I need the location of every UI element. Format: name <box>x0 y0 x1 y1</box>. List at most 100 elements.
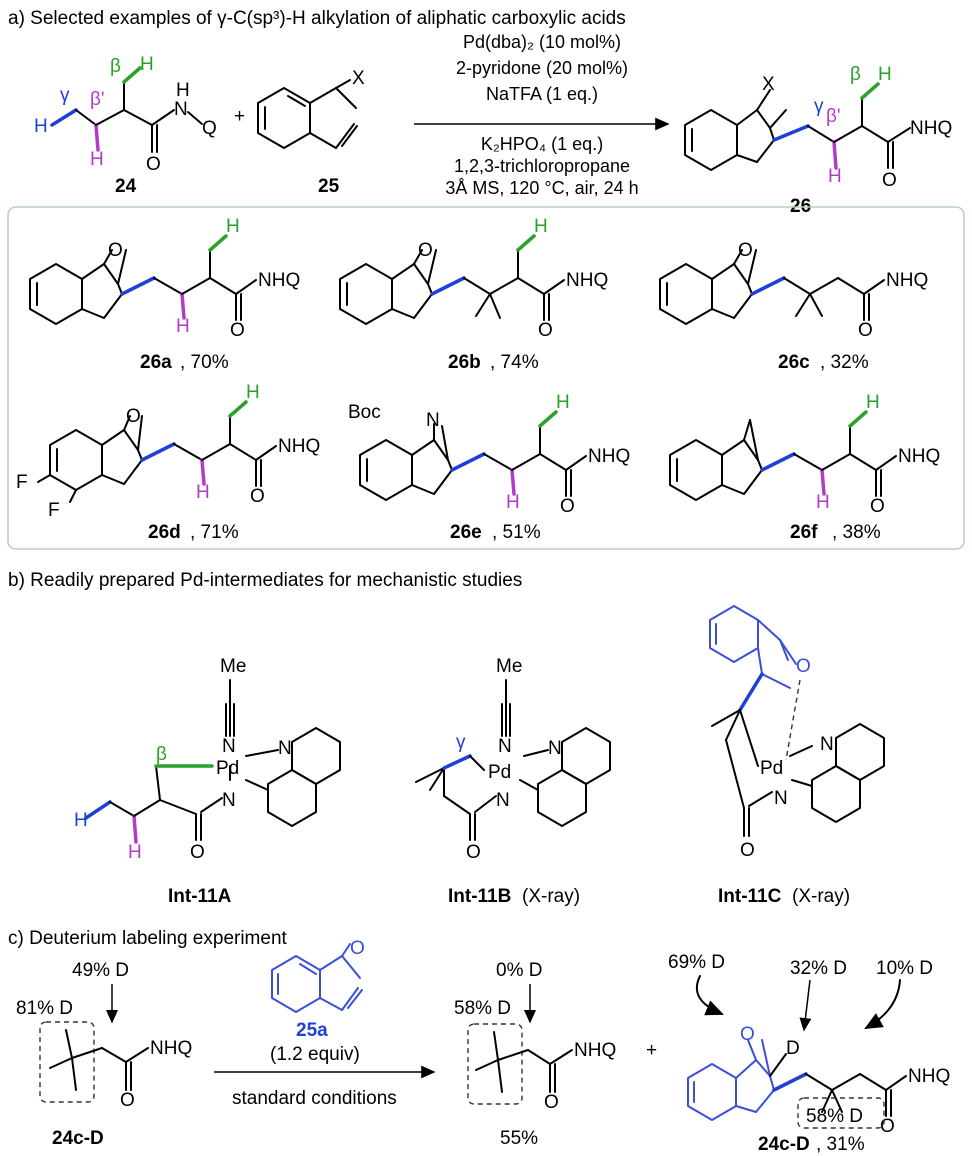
atom-o: O <box>880 1116 895 1137</box>
atom-nhq: NHQ <box>150 1038 192 1059</box>
int-11c: O Pd N N O Int-11C (X-ray) <box>709 605 885 907</box>
example-yield: , 70% <box>180 352 229 373</box>
int-11a: Me N Pd N N β H H O Int-11A <box>74 656 341 907</box>
atom-o: O <box>230 320 245 341</box>
example-26d: F F O H H NHQ O 26d , 71% <box>16 382 320 543</box>
example-yield: , 74% <box>490 352 539 373</box>
label-product-d-methyl: 58% D <box>806 1106 863 1127</box>
plus-c: + <box>646 1040 657 1061</box>
compound-24c-d-recovered: 0% D 58% D NHQ O 55% <box>454 960 616 1149</box>
atom-o: O <box>146 154 161 175</box>
atom-o: O <box>538 320 553 341</box>
label-int-11a: Int-11A <box>168 886 232 907</box>
methyl-box <box>467 1023 523 1105</box>
atom-o: O <box>126 406 141 427</box>
atom-d: D <box>786 1038 800 1059</box>
label-int-11b-note: (X-ray) <box>522 886 580 907</box>
atom-o: O <box>108 240 123 261</box>
label-d1: 69% D <box>668 952 725 973</box>
atom-n-quinoline: N <box>820 734 834 755</box>
atom-h: H <box>816 492 830 513</box>
atom-h: H <box>246 382 260 403</box>
label-d-methyl: 81% D <box>16 998 73 1019</box>
label-beta-26: β <box>850 64 861 85</box>
atom-n-quinoline: N <box>278 738 292 759</box>
atom-o: O <box>560 496 575 517</box>
example-26b: O H NHQ O 26b , 74% <box>339 216 608 373</box>
label-25a: 25a <box>296 1020 328 1041</box>
atom-n: N <box>174 99 188 120</box>
atom-o-26: O <box>882 170 897 191</box>
example-id: 26a <box>140 352 172 373</box>
label-recovered-yield: 55% <box>500 1128 538 1149</box>
atom-h-beta-prime: H <box>90 149 104 170</box>
atom-h-amide: H <box>176 80 190 101</box>
example-26a: O H H NHQ O 26a , 70% <box>29 216 300 373</box>
atom-h: H <box>226 216 240 237</box>
atom-n-nitrile: N <box>222 736 236 757</box>
atom-o-25a: O <box>350 938 365 959</box>
label-product-yield: , 31% <box>816 1134 865 1155</box>
atom-h: H <box>866 392 880 413</box>
example-yield: , 51% <box>492 522 541 543</box>
atom-o: O <box>190 842 205 863</box>
example-yield: , 71% <box>190 522 239 543</box>
compound-24c-d-start: 49% D 81% D NHQ O 24c-D <box>16 960 192 1149</box>
example-26e: Boc N H H NHQ O 26e , 51% <box>348 392 630 543</box>
condition-1: Pd(dba)₂ (10 mol%) <box>463 32 621 52</box>
example-id: 26c <box>778 352 810 373</box>
atom-pd: Pd <box>760 758 783 779</box>
label-int-11b: Int-11B <box>448 886 511 907</box>
atom-me: Me <box>220 656 246 677</box>
atom-pd: Pd <box>216 758 239 779</box>
label-int-11c: Int-11C <box>718 886 782 907</box>
atom-nhq: NHQ <box>588 446 630 467</box>
atom-h: H <box>556 392 570 413</box>
example-26c: O NHQ O 26c , 32% <box>659 240 928 373</box>
label-24: 24 <box>115 176 137 197</box>
label-24c-d: 24c-D <box>52 1128 104 1149</box>
condition-5: 1,2,3-trichloropropane <box>454 156 630 176</box>
atom-x-26: X <box>762 74 775 95</box>
compound-24c-d-product: 69% D 32% D 10% D O D NHQ O 58% D 24c-D … <box>668 952 950 1155</box>
atom-o: O <box>738 240 753 261</box>
atom-f: F <box>48 500 60 521</box>
atom-h-26-b: H <box>878 64 892 85</box>
methyl-box <box>39 1021 95 1103</box>
label-beta-prime: β' <box>90 89 105 110</box>
atom-nhq: NHQ <box>566 270 608 291</box>
label-recovered-d-methyl: 58% D <box>454 998 511 1019</box>
label-beta-prime-26: β' <box>826 106 841 127</box>
section-b-title: b) Readily prepared Pd-intermediates for… <box>8 570 522 591</box>
atom-boc: Boc <box>348 402 381 423</box>
label-gamma: γ <box>456 732 466 753</box>
label-int-11c-note: (X-ray) <box>792 886 850 907</box>
atom-h-beta: H <box>140 54 154 75</box>
atom-n-quinoline: N <box>548 738 562 759</box>
label-gamma: γ <box>60 85 70 106</box>
atom-o: O <box>544 1092 559 1113</box>
atom-nhq: NHQ <box>278 436 320 457</box>
atom-nhq: NHQ <box>574 1040 616 1061</box>
example-id: 26b <box>448 352 481 373</box>
atom-o-blue: O <box>796 656 811 677</box>
label-25a-amount: (1.2 equiv) <box>270 1044 360 1065</box>
atom-h: H <box>74 810 88 831</box>
atom-nhq-26: NHQ <box>910 118 952 139</box>
atom-n-nitrile: N <box>498 736 512 757</box>
label-beta: β <box>110 56 121 77</box>
atom-nhq: NHQ <box>908 1066 950 1087</box>
compound-25: X 25 <box>257 68 365 197</box>
label-standard-conditions: standard conditions <box>232 1088 397 1109</box>
example-26f: H H NHQ O 26f , 38% <box>669 392 940 543</box>
atom-q: Q <box>202 118 217 139</box>
label-d2: 32% D <box>790 958 847 979</box>
atom-x-25: X <box>352 68 365 89</box>
condition-2: 2-pyridone (20 mol%) <box>456 58 628 78</box>
label-beta: β <box>156 744 167 765</box>
section-c-title: c) Deuterium labeling experiment <box>8 928 288 949</box>
atom-o: O <box>740 840 755 861</box>
atom-n: N <box>426 410 440 431</box>
compound-26: X γ β' H β H NHQ O 26 <box>684 64 952 217</box>
compound-24: H γ β' H β H N H O Q 24 <box>34 54 217 197</box>
